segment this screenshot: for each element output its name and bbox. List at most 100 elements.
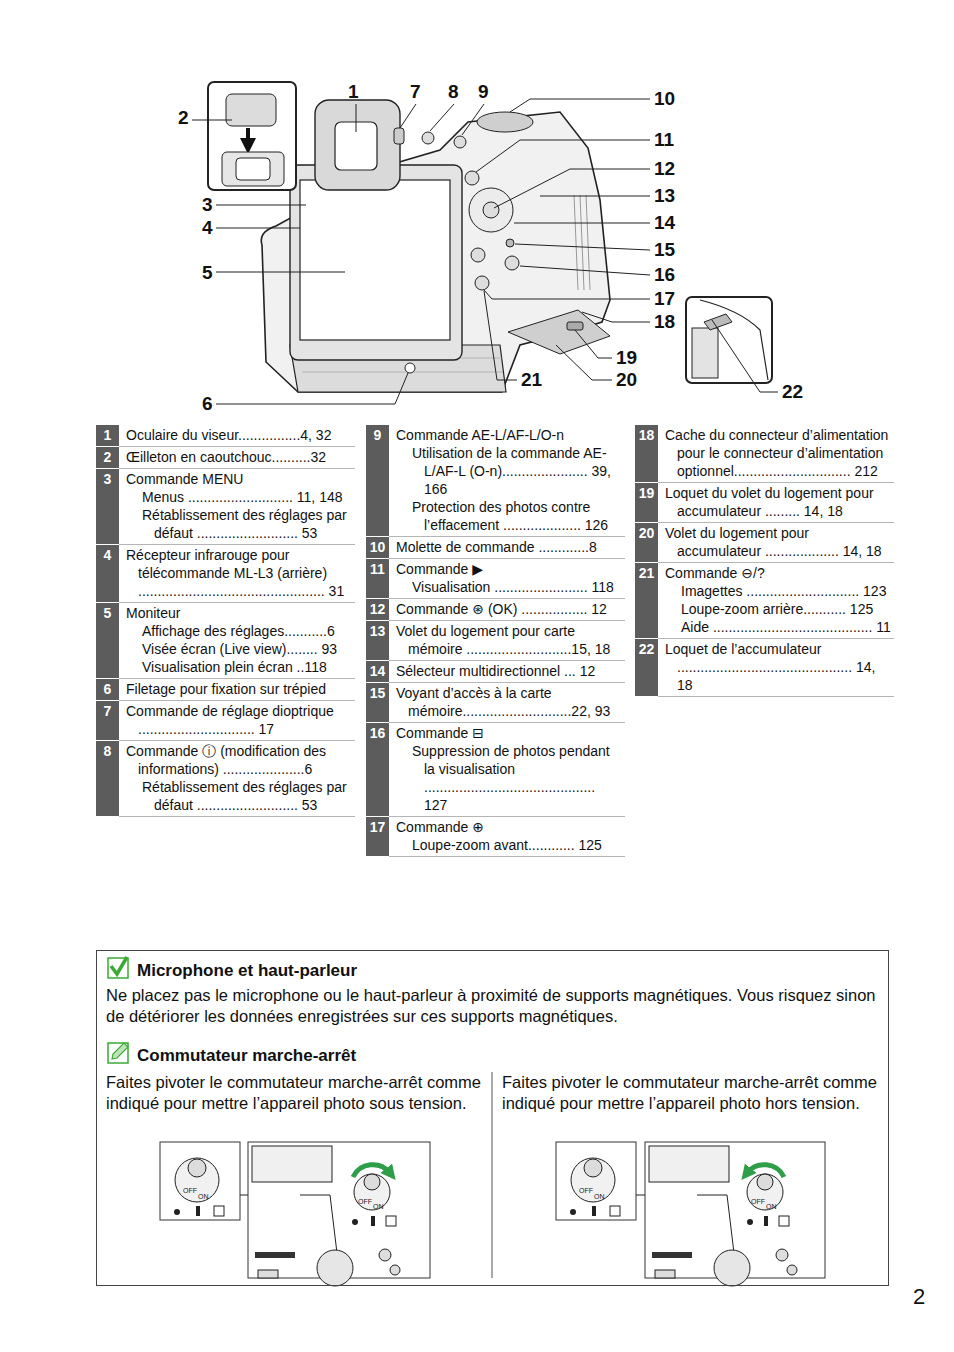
item-title: Cache du connecteur d’alimentation pour … — [665, 426, 891, 480]
leader-line — [400, 104, 416, 128]
item-title: Œilleton en caoutchouc..........32 — [126, 448, 352, 466]
viewfinder-eyecup — [315, 100, 400, 190]
table-row: 22Loquet de l’accumulateur .............… — [635, 639, 894, 697]
item-description: Cache du connecteur d’alimentation pour … — [658, 425, 894, 483]
leader-line — [556, 345, 612, 380]
item-title: Moniteur — [126, 604, 352, 622]
leader-line — [430, 104, 454, 131]
camera-body — [580, 195, 584, 290]
leader-line — [192, 120, 232, 121]
eyecup-inset — [222, 152, 284, 186]
switch-marking: OFF — [751, 1198, 765, 1205]
item-entry: Loupe-zoom avant............ 125 — [396, 836, 622, 854]
switch-illustration — [196, 1206, 200, 1216]
callout-number: 4 — [202, 218, 213, 237]
eyecup-inset — [226, 94, 276, 126]
switch-illustration — [174, 1209, 180, 1215]
leader-line — [494, 169, 650, 208]
switch-illustration — [584, 1159, 602, 1177]
leader-line — [356, 104, 357, 132]
divider-line — [492, 1072, 493, 1278]
camera-buttons — [483, 202, 499, 218]
item-title: Commande ⊕ — [396, 818, 622, 836]
leader-line — [476, 140, 650, 172]
item-description: Commande ⊕Loupe-zoom avant............ 1… — [389, 817, 625, 857]
item-description: Oculaire du viseur................4, 32 — [119, 425, 355, 447]
viewfinder-eyecup — [315, 100, 400, 190]
leader-line — [484, 290, 650, 299]
item-entry: Menus ........................... 11, 14… — [126, 488, 352, 506]
item-description: Commande de réglage dioptrique .........… — [119, 701, 355, 741]
item-title: Commande ⊖/? — [665, 564, 891, 582]
item-title: Sélecteur multidirectionnel ... 12 — [396, 662, 622, 680]
item-description: Loquet du volet du logement pour accumul… — [658, 483, 894, 523]
camera-body — [261, 112, 610, 392]
switch-illustration — [258, 1270, 278, 1278]
eyecup-inset — [236, 158, 270, 180]
item-number: 16 — [366, 723, 389, 817]
callout-number: 3 — [202, 195, 213, 214]
switch-illustration — [714, 1250, 750, 1286]
camera-body — [574, 195, 578, 290]
callout-number: 20 — [616, 370, 637, 389]
table-row: 10Molette de commande .............8 — [366, 537, 625, 559]
switch-illustration — [747, 1219, 753, 1225]
callout-number: 16 — [654, 265, 675, 284]
item-description: Commande AE-L/AF-L/O-nUtilisation de la … — [389, 425, 625, 537]
switch-illustration — [610, 1206, 620, 1216]
callout-number: 19 — [616, 348, 637, 367]
switch-illustration — [776, 1249, 788, 1261]
item-number: 18 — [635, 425, 658, 483]
switch-illustration — [390, 1265, 400, 1275]
switch-illustration — [747, 1174, 783, 1210]
leader-line — [582, 312, 650, 322]
camera-buttons — [477, 112, 533, 132]
pencil-icon — [108, 1043, 128, 1063]
monitor — [290, 165, 462, 360]
item-description: Volet du logement pour carte mémoire ...… — [389, 621, 625, 661]
table-row: 12Commande ⊛ (OK) ................. 12 — [366, 599, 625, 621]
table-row: 4Récepteur infrarouge pour télécommande … — [96, 545, 355, 603]
leader-line — [520, 266, 650, 275]
table-row: 7Commande de réglage dioptrique ........… — [96, 701, 355, 741]
leader-line — [712, 320, 778, 392]
item-description: Récepteur infrarouge pour télécommande M… — [119, 545, 355, 603]
item-title: Commande ⊟ — [396, 724, 622, 742]
monitor — [300, 180, 450, 340]
item-title: Commande AE-L/AF-L/O-n — [396, 426, 622, 444]
note-paragraph: Ne placez pas le microphone ou le haut-p… — [106, 985, 882, 1027]
item-title: Volet du logement pour carte mémoire ...… — [396, 622, 622, 658]
leader-line — [216, 205, 306, 206]
leader-line — [462, 104, 484, 135]
note-paragraph: Faites pivoter le commutateur marche-arr… — [502, 1072, 880, 1114]
eyecup-inset — [208, 82, 296, 190]
camera-buttons — [394, 128, 404, 144]
callout-number: 21 — [521, 370, 542, 389]
callout-number: 8 — [448, 82, 459, 101]
pencil-icon — [108, 1043, 128, 1063]
switch-marking: ON — [198, 1193, 209, 1200]
item-entry: Affichage des réglages...........6 — [126, 622, 352, 640]
switch-illustration — [652, 1252, 692, 1258]
camera-buttons — [505, 256, 519, 270]
switch-marking: OFF — [579, 1187, 593, 1194]
table-row: 20Volet du logement pour accumulateur ..… — [635, 523, 894, 563]
switch-illustration — [556, 1142, 636, 1220]
item-description: Volet du logement pour accumulateur ....… — [658, 523, 894, 563]
table-row: 3Commande MENUMenus ....................… — [96, 469, 355, 545]
item-number: 8 — [96, 741, 119, 817]
battery-latch-inset — [692, 328, 718, 378]
callout-number: 7 — [410, 82, 421, 101]
item-title: Oculaire du viseur................4, 32 — [126, 426, 352, 444]
switch-illustration — [570, 1209, 576, 1215]
switch-illustration — [255, 1252, 295, 1258]
monitor — [290, 165, 462, 360]
item-description: MoniteurAffichage des réglages..........… — [119, 603, 355, 679]
item-entry: Protection des photos contre l’effacemen… — [396, 498, 622, 534]
leader-line — [515, 244, 650, 250]
switch-illustration — [364, 1174, 380, 1190]
callout-number: 2 — [178, 108, 189, 127]
item-number: 7 — [96, 701, 119, 741]
switch-illustration — [757, 1174, 773, 1190]
